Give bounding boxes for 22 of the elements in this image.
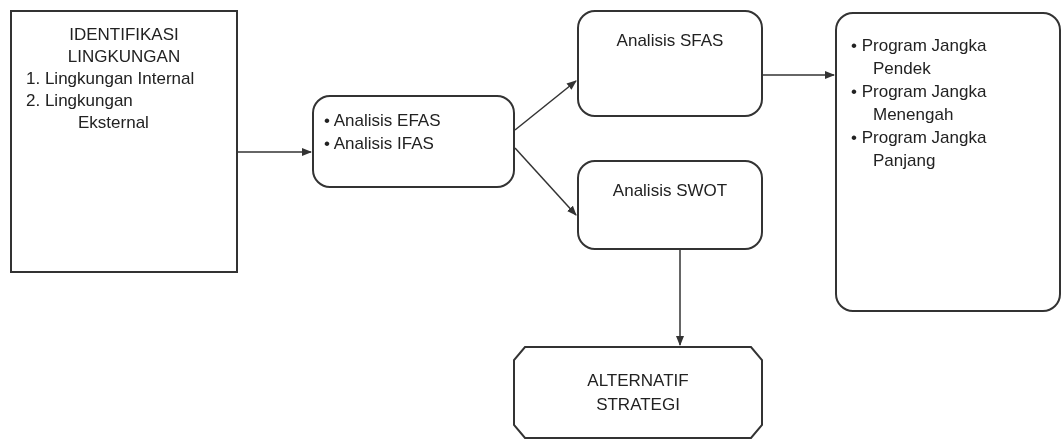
node-text: 2. Lingkungan Eksternal xyxy=(25,90,150,134)
arrow xyxy=(676,249,684,346)
rounded-box xyxy=(577,10,763,117)
rounded-box xyxy=(312,95,515,188)
node-text: • Program Jangka Pendek xyxy=(850,35,988,80)
arrow xyxy=(514,147,577,216)
node-text: Analisis SWOT xyxy=(611,180,729,202)
rounded-box xyxy=(835,12,1061,312)
arrow xyxy=(514,80,577,131)
node-text: 1. Lingkungan Internal xyxy=(25,68,195,90)
node-text: IDENTIFIKASI LINGKUNGAN xyxy=(66,24,182,68)
node-text: ALTERNATIF STRATEGI xyxy=(586,369,690,416)
node-text: Analisis SFAS xyxy=(615,30,725,52)
process-box xyxy=(10,10,238,273)
arrow xyxy=(237,148,312,156)
node-text: • Analisis IFAS xyxy=(323,133,435,155)
rounded-box xyxy=(577,160,763,250)
octagon-box xyxy=(513,346,763,439)
node-text: • Analisis EFAS xyxy=(323,110,442,132)
arrow xyxy=(762,71,835,79)
node-text: • Program Jangka Menengah xyxy=(850,81,988,126)
node-text: • Program Jangka Panjang xyxy=(850,127,988,172)
